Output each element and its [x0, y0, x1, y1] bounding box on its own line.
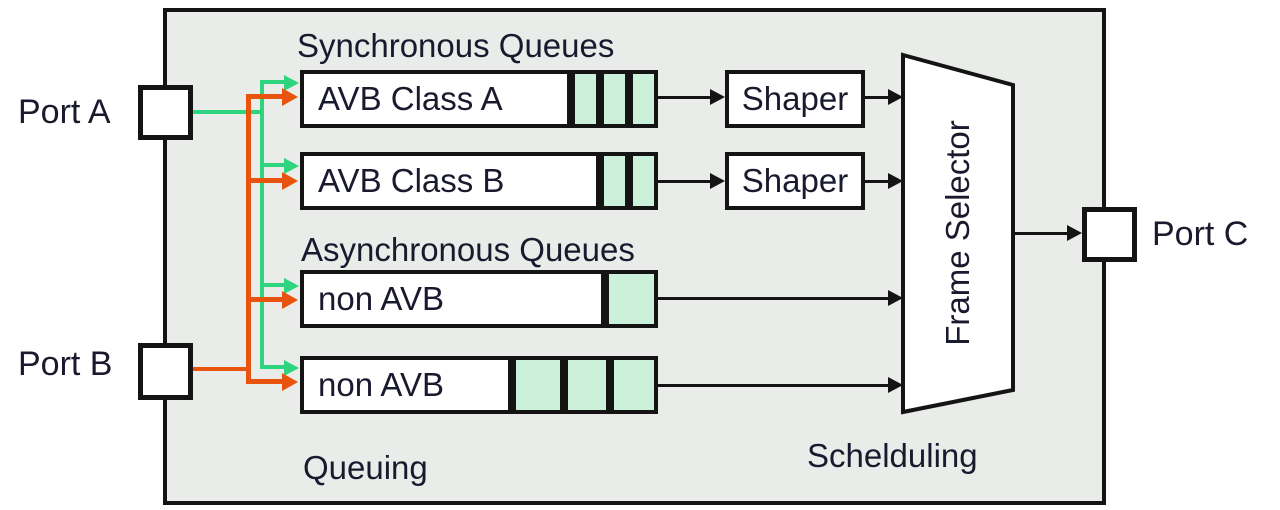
queue-avb-class-a: AVB Class A — [300, 70, 658, 128]
arrow-line-q4-selector — [658, 384, 890, 387]
queue-label: non AVB — [318, 366, 444, 403]
synchronous-queues-label: Synchronous Queues — [297, 27, 615, 64]
orange-trunk-line — [246, 94, 251, 384]
green-branch-line — [260, 365, 286, 369]
port-b-flow-line — [193, 367, 250, 371]
queue-frames — [567, 74, 654, 124]
arrow-line-shaper2-selector — [865, 180, 889, 183]
queued-frame — [596, 156, 625, 206]
port-c-label: Port C — [1152, 215, 1249, 253]
queue-frames — [596, 156, 654, 206]
green-arrowhead — [284, 360, 299, 376]
arrow-line-shaper1-selector — [865, 96, 889, 99]
green-branch-line — [260, 283, 286, 287]
port-a-node — [138, 85, 193, 140]
queued-frame — [560, 360, 606, 410]
queued-frame — [606, 360, 654, 410]
scheduling-label: Schelduling — [807, 437, 978, 474]
queued-frame — [567, 74, 596, 124]
port-a-flow-line — [193, 110, 264, 114]
arrow-line-q1-shaper1 — [658, 96, 712, 99]
queue-frames — [601, 274, 654, 324]
black-arrowhead — [710, 89, 725, 105]
orange-branch-line — [246, 178, 284, 183]
orange-branch-line — [246, 379, 284, 384]
black-arrowhead — [888, 173, 903, 189]
queuing-label: Queuing — [303, 449, 428, 486]
port-b-label: Port B — [18, 345, 113, 383]
black-arrowhead — [1067, 225, 1082, 241]
port-a-label: Port A — [18, 93, 111, 131]
shaper-1-box: Shaper — [725, 70, 865, 128]
queued-frame — [601, 274, 654, 324]
green-trunk-line — [260, 80, 264, 369]
green-branch-line — [260, 163, 286, 167]
orange-arrowhead — [282, 172, 298, 190]
green-arrowhead — [284, 278, 299, 294]
green-branch-line — [260, 80, 286, 84]
queue-non-avb-1: non AVB — [300, 270, 658, 328]
orange-branch-line — [246, 94, 284, 99]
arrow-line-selector-portc — [1013, 232, 1069, 235]
queued-frame — [625, 74, 654, 124]
queued-frame — [625, 156, 654, 206]
black-arrowhead — [888, 89, 903, 105]
orange-arrowhead — [282, 88, 298, 106]
green-arrowhead — [284, 75, 299, 91]
queue-non-avb-2: non AVB — [300, 356, 658, 414]
orange-arrowhead — [282, 373, 298, 391]
black-arrowhead — [888, 290, 903, 306]
green-arrowhead — [284, 158, 299, 174]
arrow-line-q2-shaper2 — [658, 180, 712, 183]
queue-avb-class-b: AVB Class B — [300, 152, 658, 210]
arrow-line-q3-selector — [658, 297, 890, 300]
black-arrowhead — [888, 377, 903, 393]
queue-label: AVB Class B — [318, 162, 505, 199]
queue-frames — [508, 360, 654, 410]
queued-frame — [596, 74, 625, 124]
asynchronous-queues-label: Asynchronous Queues — [301, 231, 635, 268]
queue-label: non AVB — [318, 280, 444, 317]
queued-frame — [508, 360, 560, 410]
port-c-node — [1082, 207, 1137, 262]
queue-label: AVB Class A — [318, 80, 503, 117]
frame-selector-shape — [901, 52, 1015, 415]
port-b-node — [138, 343, 193, 400]
orange-arrowhead — [282, 291, 298, 309]
shaper-2-box: Shaper — [725, 152, 865, 210]
black-arrowhead — [710, 173, 725, 189]
shaper-label: Shaper — [741, 162, 849, 199]
orange-branch-line — [246, 297, 284, 302]
shaper-label: Shaper — [741, 80, 849, 117]
frame-selector-label: Frame Selector — [939, 120, 976, 346]
